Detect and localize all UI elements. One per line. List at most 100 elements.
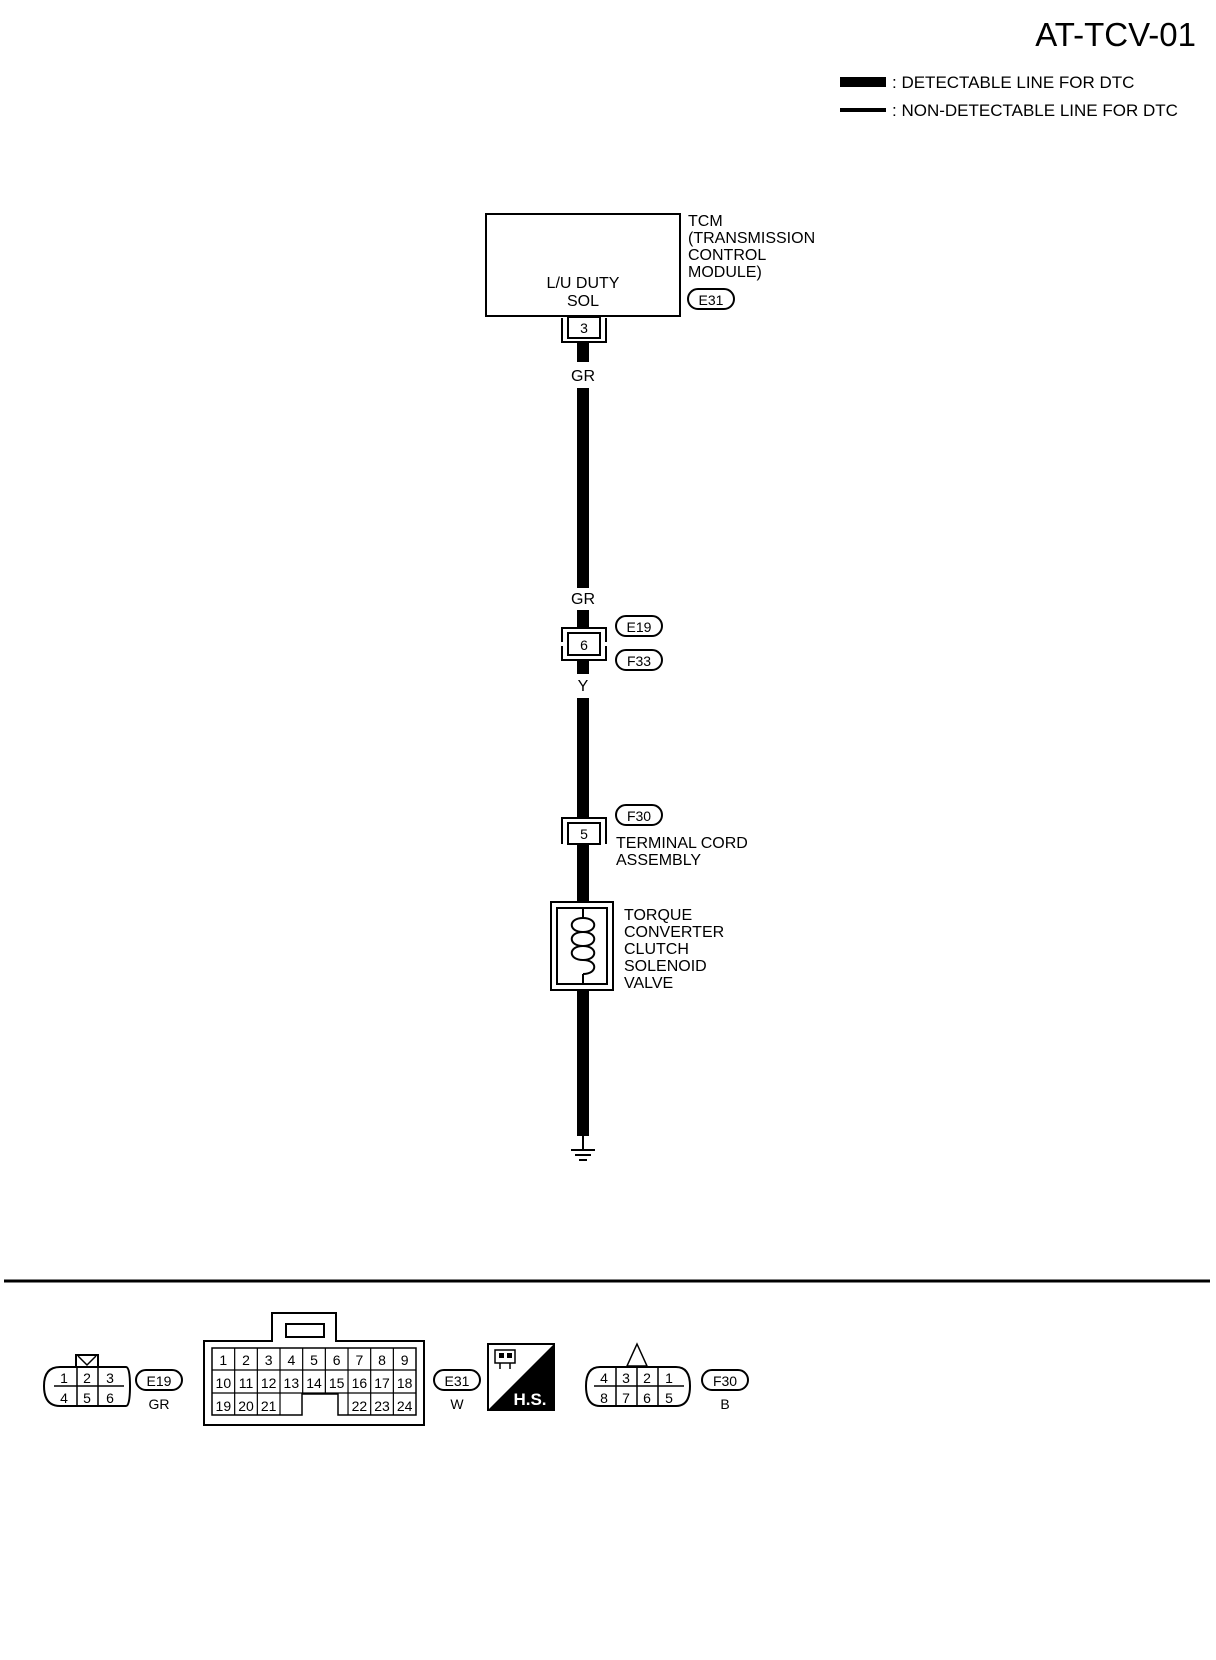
e31-housing (203, 1312, 425, 1426)
e31-pin: 20 (238, 1398, 254, 1414)
terminal-cord-label-2: ASSEMBLY (616, 852, 701, 869)
e31-pin: 24 (397, 1398, 413, 1414)
e19-pin: 5 (83, 1390, 91, 1406)
e19-pin: 4 (60, 1390, 68, 1406)
e31-pin: 3 (265, 1352, 273, 1368)
solenoid-label-2: CONVERTER (624, 924, 724, 941)
terminal-cord-connector-badge (615, 804, 663, 826)
legend-non-detectable-label: : NON-DETECTABLE LINE FOR DTC (892, 101, 1178, 120)
e31-pin: 16 (352, 1375, 368, 1391)
junction-pin-number: 6 (580, 637, 588, 653)
wire-segment-3 (577, 610, 589, 628)
solenoid-label-5: VALVE (624, 975, 673, 992)
solenoid-label-1: TORQUE (624, 907, 692, 924)
f30-pin: 3 (622, 1370, 630, 1386)
wire-color-upper-bottom: GR (571, 591, 595, 608)
junction-pin-box (567, 632, 601, 656)
hs-badge-fill (488, 1344, 554, 1410)
f30-id: F30 (713, 1373, 737, 1389)
e31-pin: 10 (216, 1375, 232, 1391)
e19-pin: 2 (83, 1370, 91, 1386)
tcm-connector-id: E31 (699, 292, 724, 308)
e31-pin: 9 (401, 1352, 409, 1368)
e19-lock-tab (75, 1354, 99, 1367)
junction-connector-bottom-badge (615, 649, 663, 671)
wire-segment-2 (577, 388, 589, 588)
e31-color: W (450, 1396, 464, 1412)
hs-badge: H.S. (487, 1343, 555, 1411)
junction-connector-top-badge (615, 615, 663, 637)
e31-id-badge (433, 1369, 481, 1391)
e31-pin: 8 (378, 1352, 386, 1368)
tcm-pin-number: 3 (580, 320, 588, 336)
e31-pin: 18 (397, 1375, 413, 1391)
f30-pin: 8 (600, 1390, 608, 1406)
terminal-cord-connector-id: F30 (627, 808, 651, 824)
e19-lock-tab-mark (77, 1355, 97, 1367)
e31-pin: 22 (352, 1398, 368, 1414)
wire-segment-6 (577, 844, 589, 902)
e31-pin: 11 (239, 1375, 254, 1391)
f30-pin: 5 (665, 1390, 673, 1406)
solenoid-coil-icon (570, 917, 596, 975)
tcm-module: L/U DUTY SOL TCM (TRANSMISSION CONTROL M… (485, 213, 815, 343)
harness-connector-icon (494, 1349, 516, 1369)
tcm-name-line-2: (TRANSMISSION (688, 230, 815, 247)
e31-pin: 5 (310, 1352, 318, 1368)
tcm-function-label-2: SOL (567, 293, 599, 310)
f30-pin: 7 (622, 1390, 630, 1406)
f30-pin: 4 (600, 1370, 608, 1386)
tcm-name-line-3: CONTROL (688, 247, 766, 264)
e31-pin: 21 (261, 1398, 277, 1414)
terminal-cord-label-1: TERMINAL CORD (616, 835, 748, 852)
terminal-cord-bracket (561, 817, 607, 844)
e19-color: GR (149, 1396, 170, 1412)
solenoid-label-4: SOLENOID (624, 958, 707, 975)
e31-pin: 19 (216, 1398, 232, 1414)
e19-housing (42, 1366, 132, 1407)
f30-polarity-mark (625, 1342, 649, 1367)
f30-pin: 2 (643, 1370, 651, 1386)
f30-color: B (720, 1396, 729, 1412)
e31-pin: 7 (355, 1352, 363, 1368)
wire-segment-7 (577, 990, 589, 1136)
e31-pin: 13 (284, 1375, 300, 1391)
tcm-pin-box (567, 316, 601, 339)
legend-thin-line-swatch (840, 108, 886, 112)
junction-connector-top-id: E19 (627, 619, 652, 635)
wire-segment-5 (577, 698, 589, 818)
e19-id: E19 (147, 1373, 172, 1389)
e31-pin: 1 (219, 1352, 227, 1368)
e19-pin: 3 (106, 1370, 114, 1386)
e31-pin: 12 (261, 1375, 277, 1391)
wire-segment-1 (577, 342, 589, 362)
e31-pin: 2 (242, 1352, 250, 1368)
e19-pin: 1 (60, 1370, 68, 1386)
wire-color-lower: Y (578, 678, 589, 695)
ground-icon (571, 1136, 595, 1161)
legend-detectable-label: : DETECTABLE LINE FOR DTC (892, 73, 1134, 92)
harness-wire: GR GR 6 E19 F33 Y 5 F30 TERMINAL CORD AS… (550, 342, 748, 1161)
e31-pin: 15 (329, 1375, 345, 1391)
f30-pin: 1 (665, 1370, 673, 1386)
e31-id: E31 (445, 1373, 470, 1389)
connector-face-f30: 4 3 2 1 8 7 6 5 F30 B (584, 1342, 749, 1412)
e19-id-badge (135, 1369, 183, 1391)
f30-pin: 6 (643, 1390, 651, 1406)
e31-pin: 4 (287, 1352, 295, 1368)
tcm-function-label-1: L/U DUTY (547, 275, 620, 292)
junction-connector-bottom-id: F33 (627, 653, 651, 669)
solenoid-label-3: CLUTCH (624, 941, 689, 958)
junction-bracket-top (561, 627, 607, 642)
f30-housing (584, 1366, 692, 1407)
page-title: AT-TCV-01 (1035, 16, 1196, 53)
e31-pin: 17 (374, 1375, 390, 1391)
e31-lock-tab (285, 1323, 325, 1338)
legend-thick-line-swatch (840, 77, 886, 87)
wire-segment-4 (577, 660, 589, 674)
legend: : DETECTABLE LINE FOR DTC : NON-DETECTAB… (840, 73, 1178, 120)
e19-pin: 6 (106, 1390, 114, 1406)
wire-color-top: GR (571, 368, 595, 385)
